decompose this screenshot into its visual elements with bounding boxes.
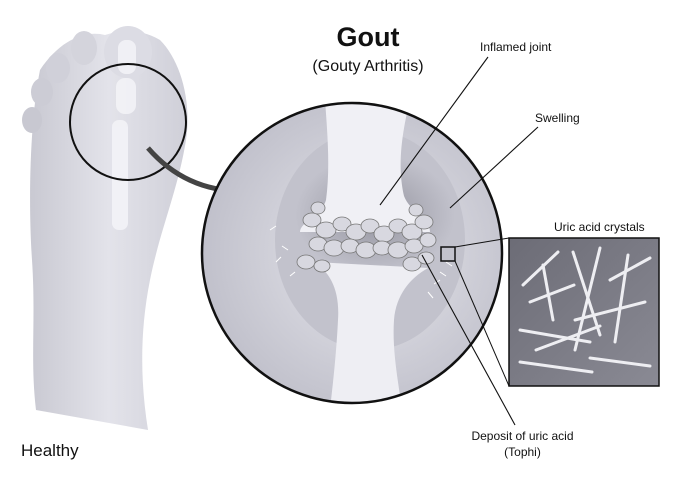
toe-4 xyxy=(31,78,53,106)
leader-swelling xyxy=(449,126,539,209)
crystal-panel xyxy=(454,237,660,387)
label-swelling: Swelling xyxy=(535,111,580,125)
detail-circle xyxy=(69,63,187,181)
magnified-joint xyxy=(200,101,504,405)
label-healthy: Healthy xyxy=(21,441,79,460)
crystal-detail-box xyxy=(440,246,456,262)
healthy-foot xyxy=(22,26,188,431)
leader-lines xyxy=(379,56,539,426)
lower-bone xyxy=(314,262,428,403)
upper-bone xyxy=(300,103,430,232)
toe-3 xyxy=(46,53,70,83)
foot-bones xyxy=(112,40,136,230)
page-title: Gout xyxy=(336,22,400,52)
leader-deposit xyxy=(421,254,516,426)
toe-5 xyxy=(22,107,42,133)
label-deposit-uric-acid: Deposit of uric acid xyxy=(471,429,574,443)
label-inflamed-joint: Inflamed joint xyxy=(480,40,552,54)
label-uric-acid-crystals: Uric acid crystals xyxy=(554,220,645,234)
label-tophi: (Tophi) xyxy=(504,445,541,459)
leader-inflamed xyxy=(379,56,489,206)
uric-acid-needles xyxy=(518,246,652,374)
toe-2 xyxy=(71,31,97,65)
page-subtitle: (Gouty Arthritis) xyxy=(312,58,424,75)
tophi-deposits xyxy=(296,201,437,273)
